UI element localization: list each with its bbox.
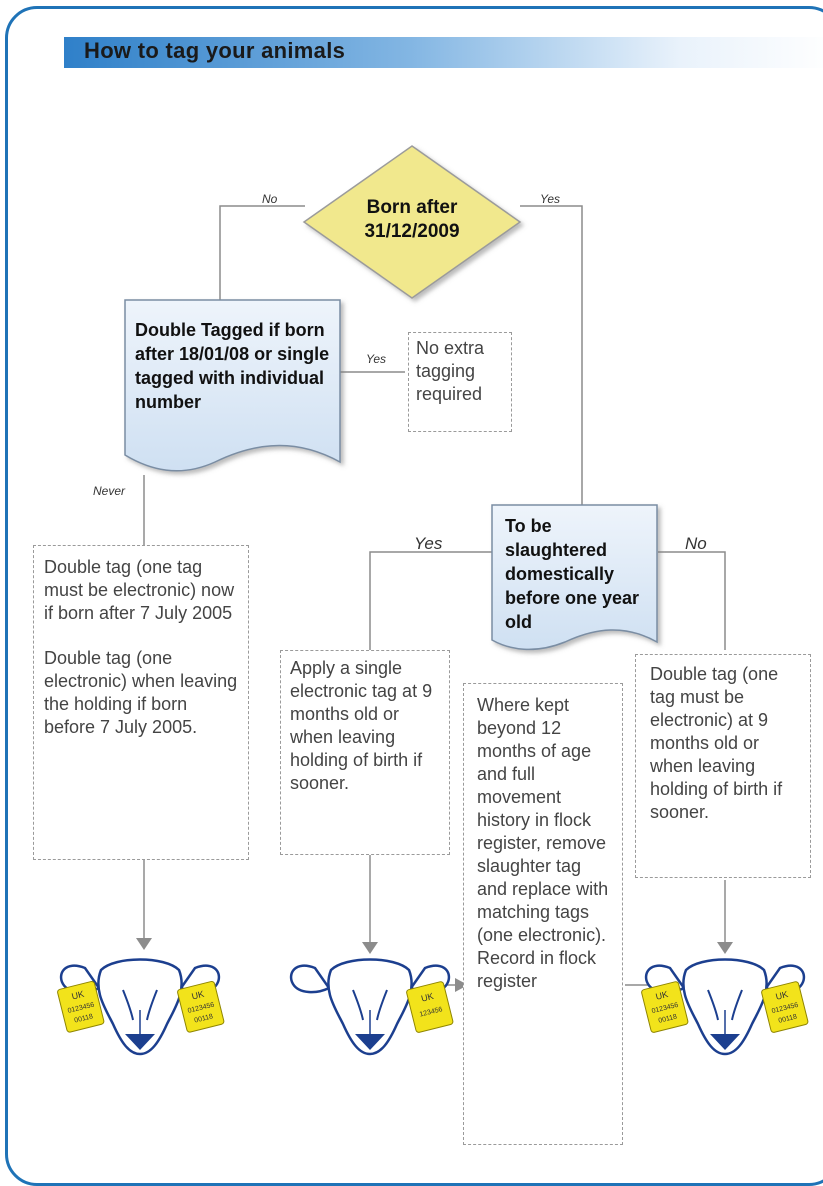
flowchart-canvas: UK 0123456 00118 UK 0123456 00118 UK 123… [57,145,809,1056]
svg-text:UK: UK [655,989,670,1002]
decision-slaughtered: To be slaughtered domestically before on… [505,516,640,632]
ear-tag-single-icon: UK 123456 [406,981,454,1033]
decision-born-after-diamond [302,145,522,299]
connectors [143,205,726,986]
page-title: How to tag your animals [84,38,346,63]
outcome-single-tag-box: Apply a single electronic tag at 9 month… [280,650,450,855]
edge-label-yes-top: Yes [540,192,561,206]
decision-born-after: Born after 31/12/2009 [364,197,460,242]
svg-text:00118: 00118 [74,1013,94,1024]
outcome-left-paragraph-1: Double tag (one tag must be electronic) … [44,557,235,623]
svg-text:UK: UK [191,989,206,1002]
outcome-left-box: Double tag (one tag must be electronic) … [33,545,249,860]
ear-tag-right-2-icon: UK 0123456 00118 [761,981,809,1033]
svg-text:00118: 00118 [778,1013,798,1024]
svg-text:UK: UK [71,989,86,1002]
decision-double-tagged: Double Tagged if born after 18/01/08 or … [135,320,330,412]
svg-text:00118: 00118 [658,1013,678,1024]
outcome-left-paragraph-2: Double tag (one electronic) when leaving… [44,648,238,737]
edge-label-yes-side: Yes [366,352,387,366]
outcome-right-double-tag-box: Double tag (one tag must be electronic) … [635,654,811,878]
ear-tag-right-1-icon: UK 0123456 00118 [641,981,689,1033]
svg-text:00118: 00118 [194,1013,214,1024]
outcome-no-extra-tagging: No extra tagging required [408,332,512,432]
edge-label-yes-slaughter: Yes [414,534,443,553]
decision-double-tagged-shape [124,299,341,472]
decision-slaughtered-shape [491,504,658,651]
edge-label-no-top: No [262,192,278,206]
svg-text:UK: UK [775,989,790,1002]
ear-tag-left-1-icon: UK 0123456 00118 [57,980,105,1033]
ear-tag-left-2-icon: UK 0123456 00118 [177,980,225,1033]
edge-label-no-slaughter: No [685,534,707,553]
edge-label-never: Never [93,484,126,498]
svg-text:UK: UK [420,991,435,1004]
outcome-kept-beyond-box: Where kept beyond 12 months of age and f… [463,683,623,1145]
title-bar [64,37,823,68]
